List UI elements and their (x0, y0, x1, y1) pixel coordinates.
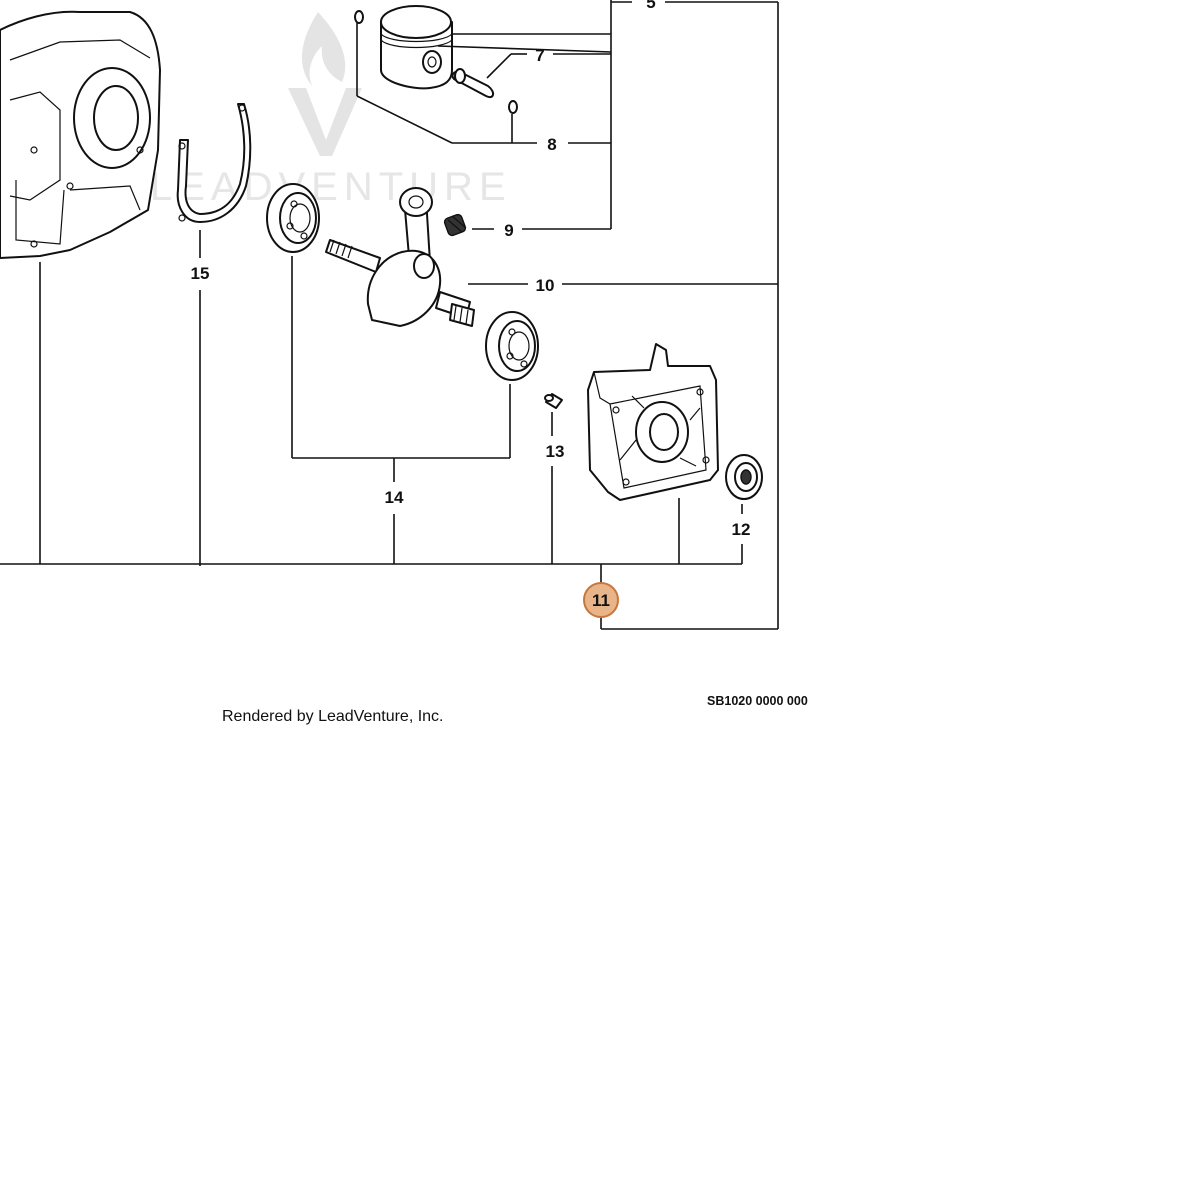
callout-5[interactable]: 5 (646, 0, 655, 12)
callout-11-badge[interactable] (583, 582, 619, 618)
diagram-code: SB1020 0000 000 (707, 694, 808, 708)
callout-15[interactable]: 15 (191, 264, 210, 283)
callout-8[interactable]: 8 (547, 135, 556, 154)
crankshaft-assembly[interactable] (325, 187, 475, 327)
dowel-pin[interactable] (544, 393, 563, 409)
crankcase-half-right[interactable] (587, 343, 719, 501)
callout-12[interactable]: 12 (732, 520, 751, 539)
circlip-bottom[interactable] (508, 100, 518, 114)
needle-bearing[interactable] (443, 213, 467, 237)
crankcase-gasket[interactable] (176, 103, 252, 223)
callout-9[interactable]: 9 (504, 221, 513, 240)
crank-bearing-right[interactable] (485, 311, 539, 381)
piston[interactable] (380, 5, 453, 90)
callout-10[interactable]: 10 (536, 276, 555, 295)
circlip-top[interactable] (354, 10, 364, 24)
leadventure-watermark: LEADVENTURE (150, 12, 512, 209)
oil-seal[interactable] (725, 454, 763, 500)
callout-11[interactable]: 11 (592, 591, 610, 610)
callout-7[interactable]: 7 (535, 46, 544, 65)
rendered-by-text: Rendered by LeadVenture, Inc. (222, 708, 444, 725)
callout-11-highlight[interactable]: 11 (583, 582, 619, 618)
callout-13[interactable]: 13 (546, 442, 565, 461)
piston-pin[interactable] (451, 68, 494, 98)
crankcase-half-left[interactable] (0, 10, 161, 259)
leader-lines (0, 0, 779, 630)
callout-14[interactable]: 14 (385, 488, 404, 507)
watermark-text: LEADVENTURE (150, 165, 512, 209)
flame-logo-icon (288, 12, 362, 156)
crank-bearing-left[interactable] (266, 183, 320, 253)
